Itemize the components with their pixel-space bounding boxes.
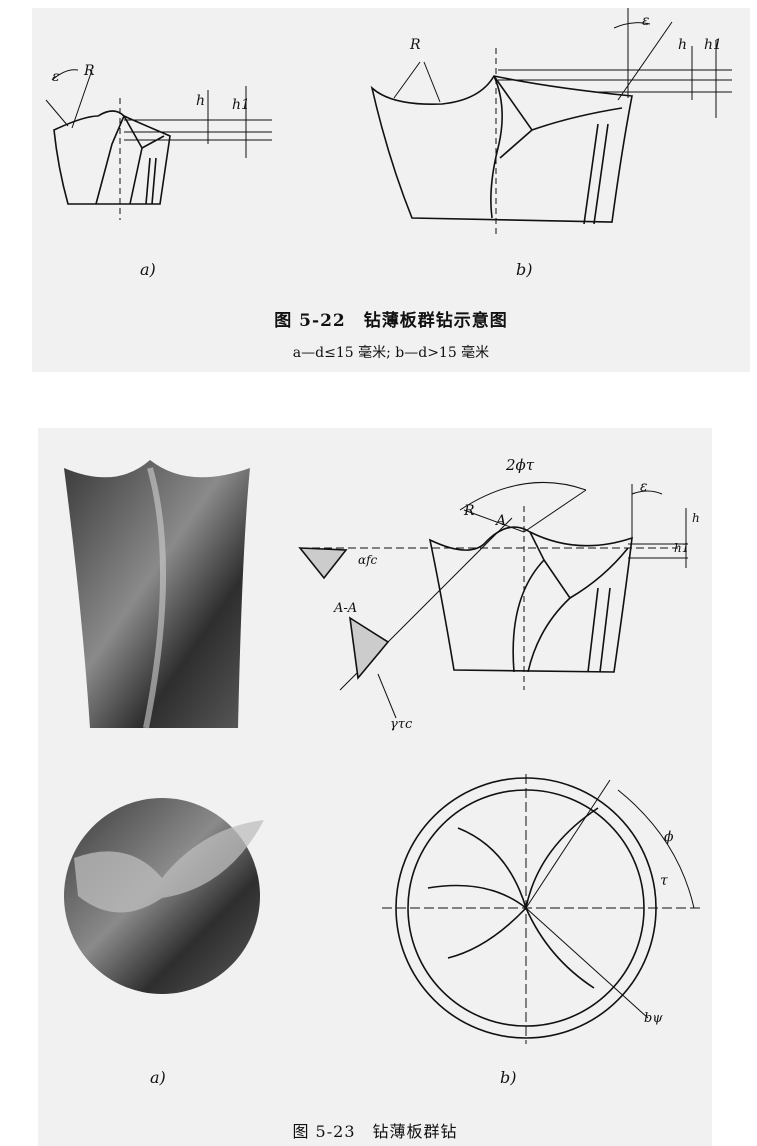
- section-aa-label: A-A: [334, 601, 358, 616]
- two-phi-leader-right: [523, 489, 587, 533]
- figure-5-22-caption: 图 5-22 钻薄板群钻示意图: [274, 311, 508, 331]
- radius-symbol-c: R: [464, 503, 475, 519]
- drill-b-epsilon-arc: [613, 22, 651, 29]
- subfigure-label-c: a): [150, 1068, 166, 1087]
- epsilon-symbol-a: ε: [52, 69, 60, 85]
- drill-b-r-leader-1: [393, 61, 421, 99]
- drill-profile-lip: [569, 547, 629, 599]
- section-alpha-wedge: [298, 547, 348, 580]
- figure-5-22-panel: ε R h h1 R ε h h1 a) b) 图 5-22 钻薄板群钻示意图 …: [32, 8, 750, 372]
- drill-profile-flute-1: [512, 531, 545, 673]
- drill-b-lands: [583, 123, 609, 225]
- two-phi-leader-left: [463, 509, 525, 533]
- h1-symbol-a: h1: [232, 97, 250, 113]
- drill-b-lip-1: [493, 75, 534, 159]
- figure-5-23-panel: 2ϕτ R A ε h h1 αfc A-A γτc ϕ τ bψ a) b) …: [38, 428, 712, 1146]
- drill-a-chisel: [141, 135, 165, 149]
- gamma-leader: [377, 673, 397, 719]
- phi-arc: [617, 789, 695, 909]
- epsilon-arc: [631, 490, 663, 495]
- photo-drill-flute-highlight: [143, 467, 167, 729]
- alpha-symbol: αfc: [358, 553, 378, 567]
- h-symbol-c: h: [692, 511, 700, 525]
- h-symbol-b: h: [678, 37, 688, 53]
- photo-drill-side: [64, 460, 250, 728]
- drill-profile-outline: [428, 526, 633, 673]
- subfigure-label-a: a): [140, 260, 156, 279]
- phi-radius-line: [525, 779, 611, 909]
- figure-5-22-subcaption: a—d≤15 毫米; b—d>15 毫米: [292, 345, 490, 361]
- figure-5-23-drawing: [64, 460, 704, 1044]
- end-view-lip-upper: [427, 827, 528, 911]
- drill-a-epsilon-leader: [45, 99, 69, 127]
- drill-b-outline: [370, 75, 633, 223]
- section-a-symbol: A: [496, 513, 507, 529]
- gamma-symbol: γτc: [390, 717, 413, 732]
- b-radius-line: [525, 907, 649, 1019]
- two-phi-arc: [459, 481, 587, 511]
- photo-drill-end-lips: [74, 820, 264, 913]
- radius-symbol-b: R: [410, 37, 421, 53]
- b-symbol: bψ: [644, 1011, 663, 1026]
- radius-symbol-a: R: [84, 63, 95, 79]
- subfigure-label-b: b): [516, 260, 533, 279]
- drill-a-flute-2: [123, 115, 143, 205]
- subfigure-label-d: b): [500, 1068, 517, 1087]
- drill-a-epsilon-arc: [51, 69, 79, 81]
- tau-symbol: τ: [660, 873, 668, 889]
- phi-symbol: ϕ: [664, 829, 674, 845]
- h1-symbol-c: h1: [674, 541, 690, 555]
- epsilon-symbol-b: ε: [642, 13, 650, 29]
- drill-a-outline: [53, 110, 171, 205]
- figure-5-23-caption: 图 5-23 钻薄板群钻: [292, 1122, 458, 1141]
- epsilon-symbol-c: ε: [640, 479, 648, 495]
- drill-a-flute-1: [95, 115, 125, 205]
- drill-profile-flute-2: [527, 559, 572, 673]
- drill-a-lands: [145, 157, 157, 205]
- drill-b-epsilon-edge: [617, 21, 673, 101]
- two-phi-symbol: 2ϕτ: [506, 456, 535, 474]
- h-symbol-a: h: [196, 93, 206, 109]
- figure-5-22-drawing: [45, 8, 732, 234]
- drill-b-lip-2: [531, 107, 623, 131]
- section-aa-wedge: [348, 616, 390, 680]
- end-view-lip-upper-right: [525, 807, 599, 909]
- drill-profile-lands: [587, 587, 611, 673]
- drill-a-r-leader: [71, 69, 93, 129]
- h1-symbol-b: h1: [704, 37, 722, 53]
- end-view-lip-lower-left: [447, 907, 527, 959]
- end-view-lip-lower-right: [525, 907, 595, 989]
- drill-b-r-leader-2: [423, 61, 441, 103]
- drill-b-flute-1: [490, 75, 503, 219]
